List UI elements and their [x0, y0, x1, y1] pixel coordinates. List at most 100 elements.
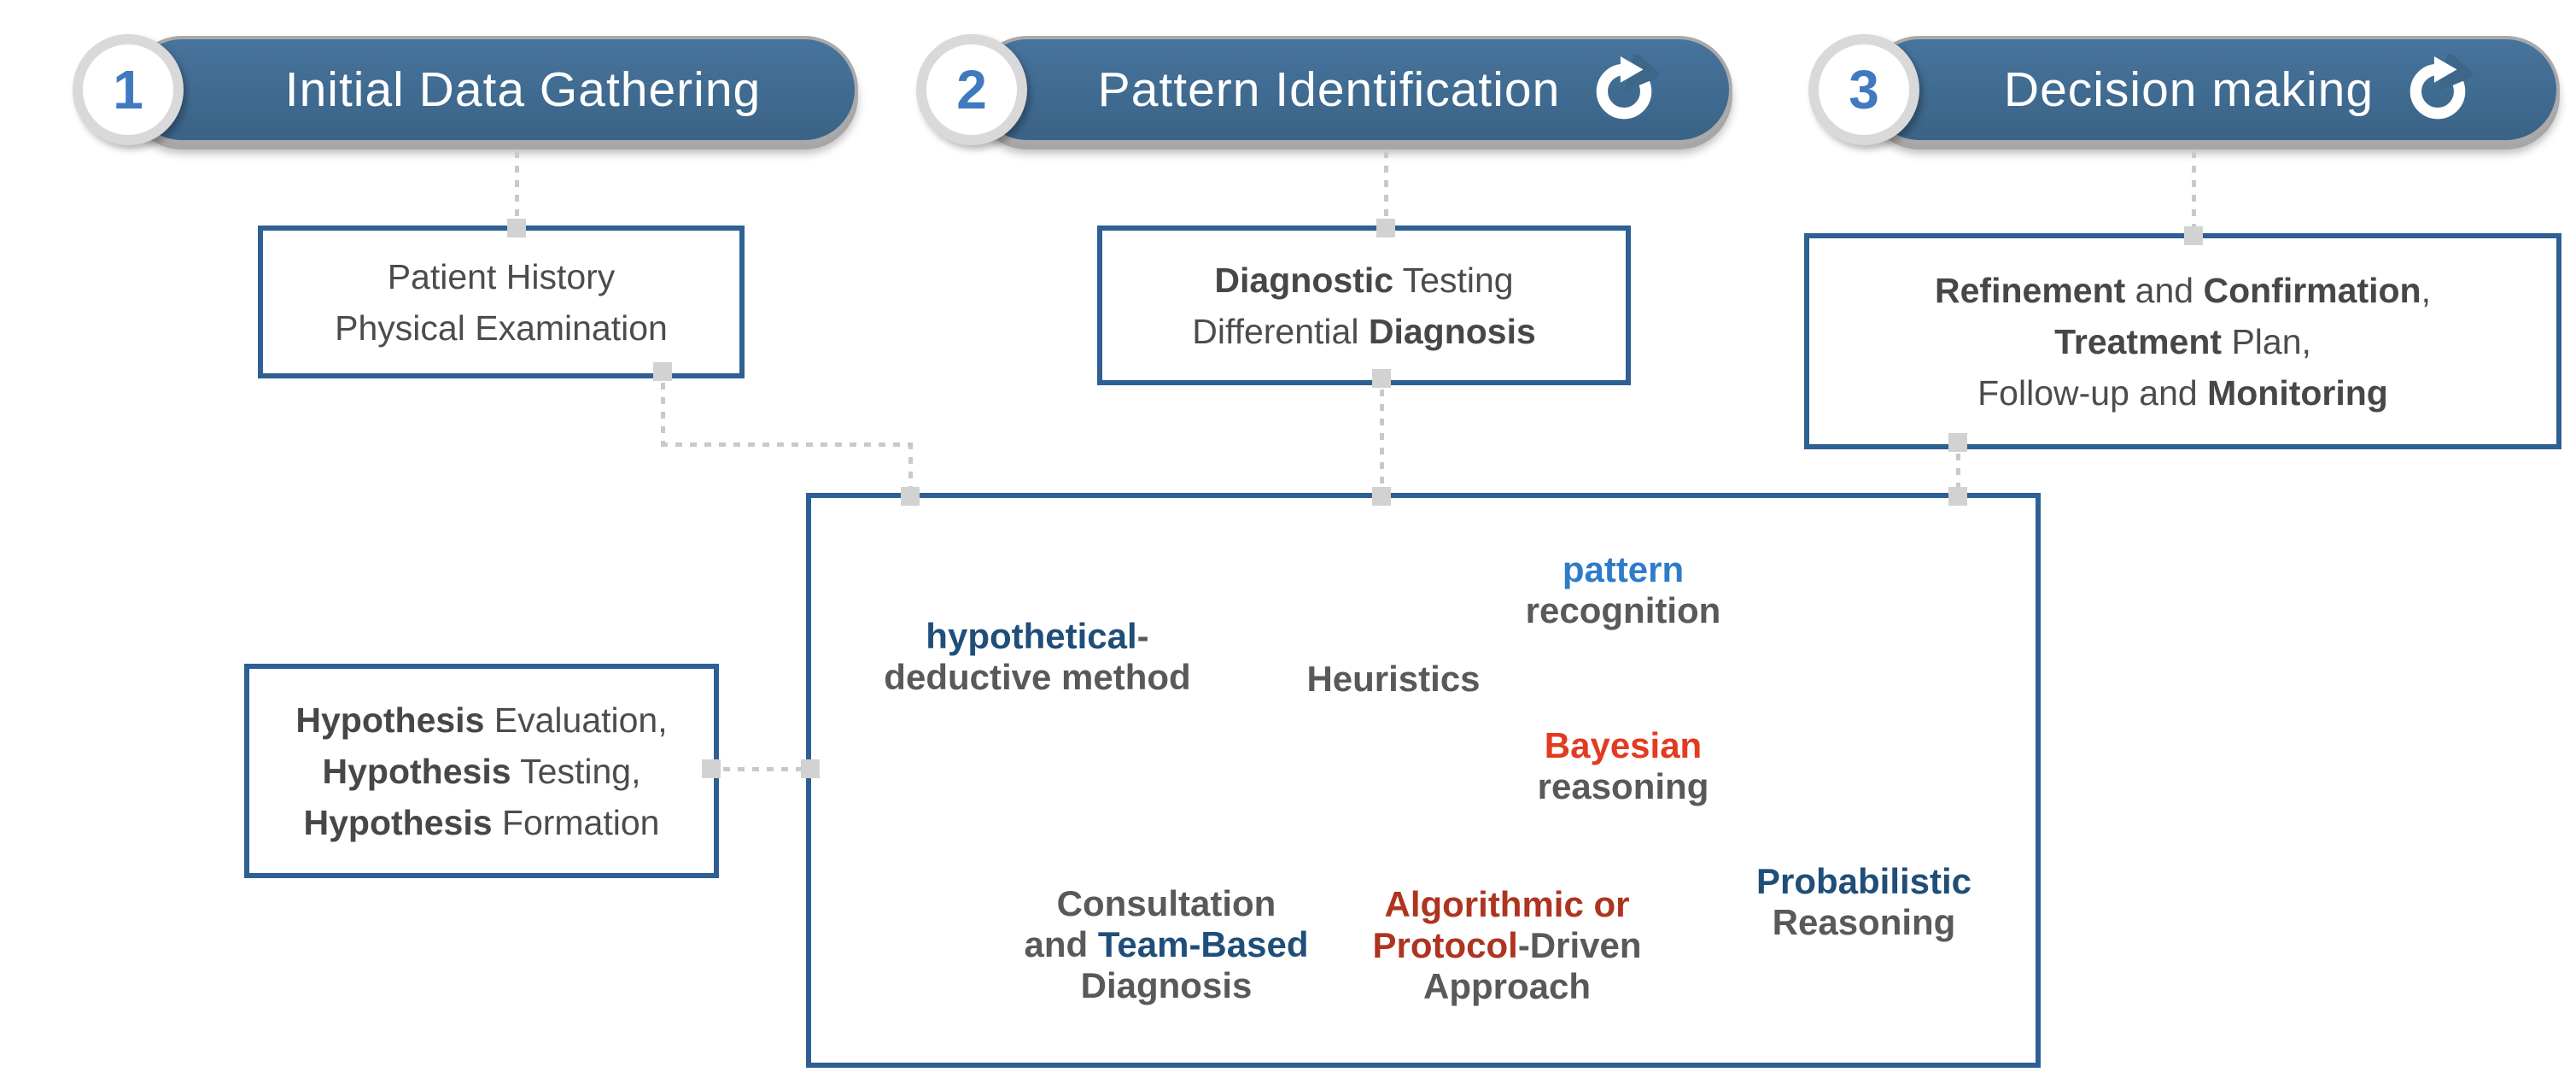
box-refinement-confirmation: Refinement and Confirmation,Treatment Pl… — [1804, 233, 2561, 449]
text-segment: Patient History — [387, 256, 616, 296]
connector-node — [2184, 226, 2203, 245]
text-segment: Follow-up and — [1977, 372, 2208, 413]
step-number: 1 — [113, 59, 143, 120]
text-segment: Plan, — [2222, 321, 2311, 361]
text-segment: recognition — [1525, 590, 1721, 630]
text-segment: and — [2125, 270, 2204, 310]
connector-box3-central — [1956, 439, 1960, 493]
phase-pill-pattern-identification: Pattern Identification — [973, 36, 1732, 144]
connector-box1-central-v2 — [908, 442, 913, 493]
text-segment: Differential — [1192, 311, 1369, 351]
text-line: Reasoning — [1756, 902, 1971, 943]
connector-pill2-box — [1384, 151, 1388, 226]
text-line: Diagnosis — [1025, 965, 1309, 1006]
text-line: Differential Diagnosis — [1192, 306, 1536, 357]
text-line: Hypothesis Testing, — [323, 746, 641, 797]
connector-node — [1376, 219, 1395, 237]
phase-pill-initial-data-gathering: Initial Data Gathering — [128, 36, 858, 144]
text-line: Approach — [1372, 966, 1641, 1007]
text-segment: Testing — [1393, 260, 1514, 300]
method-hypothetical-deductive: hypothetical-deductive method — [884, 616, 1190, 698]
text-segment: Testing, — [511, 751, 641, 791]
box-hypothesis: Hypothesis Evaluation,Hypothesis Testing… — [244, 664, 719, 878]
box-reasoning-methods — [806, 493, 2041, 1068]
text-segment: -Driven — [1517, 925, 1642, 965]
text-segment: Evaluation, — [484, 700, 668, 740]
text-line: Physical Examination — [335, 302, 668, 354]
phase-label: Decision making — [2003, 62, 2374, 117]
text-segment: deductive method — [884, 657, 1191, 697]
text-segment: Consultation — [1056, 883, 1276, 923]
connector-node — [1948, 433, 1967, 452]
step-number-badge-3: 3 — [1808, 34, 1919, 145]
text-segment: Diagnosis — [1368, 311, 1536, 351]
text-segment: Treatment — [2054, 321, 2223, 361]
text-segment: pattern — [1562, 549, 1685, 589]
connector-node — [653, 362, 672, 381]
text-line: Patient History — [388, 251, 616, 302]
text-segment: Refinement — [1935, 270, 2126, 310]
text-segment: Reasoning — [1772, 902, 1956, 942]
connector-pill3-box — [2192, 151, 2196, 233]
text-line: Diagnostic Testing — [1214, 255, 1513, 306]
text-segment: Team-Based — [1097, 924, 1309, 964]
connector-node — [801, 759, 820, 778]
connector-pill1-box — [515, 151, 519, 226]
text-segment: , — [2421, 270, 2431, 310]
text-line: recognition — [1526, 590, 1721, 631]
refresh-icon — [2410, 55, 2474, 120]
refresh-icon — [1597, 55, 1660, 120]
text-line: Probabilistic — [1756, 861, 1971, 902]
connector-box2-central — [1380, 375, 1384, 493]
text-line: Treatment Plan, — [2054, 316, 2311, 367]
text-segment: Algorithmic or — [1384, 884, 1630, 924]
text-line: Hypothesis Formation — [304, 797, 660, 848]
text-line: hypothetical- — [884, 616, 1190, 657]
text-line: Bayesian — [1538, 725, 1709, 766]
text-line: Hypothesis Evaluation, — [295, 694, 667, 746]
step-number-badge-1: 1 — [73, 34, 184, 145]
text-line: reasoning — [1538, 766, 1709, 807]
text-segment: Diagnosis — [1080, 965, 1253, 1005]
text-segment: hypothetical — [926, 616, 1137, 656]
connector-box1-central-h — [661, 442, 913, 447]
phase-label: Initial Data Gathering — [284, 62, 762, 117]
text-segment: and — [1024, 924, 1098, 964]
text-segment: Protocol — [1372, 925, 1518, 965]
text-line: Algorithmic or — [1372, 884, 1641, 925]
connector-hypothesis-central — [709, 767, 806, 771]
text-segment: Heuristics — [1306, 659, 1481, 699]
step-number-badge-2: 2 — [916, 34, 1027, 145]
step-number: 2 — [956, 59, 987, 120]
text-segment: Approach — [1422, 966, 1592, 1006]
connector-node — [507, 219, 526, 237]
text-segment: Hypothesis — [303, 802, 493, 842]
text-segment: Monitoring — [2207, 372, 2388, 413]
text-segment: Hypothesis — [322, 751, 511, 791]
text-segment: Probabilistic — [1755, 861, 1972, 901]
text-segment: Confirmation — [2203, 270, 2421, 310]
connector-node — [901, 487, 920, 506]
method-heuristics: Heuristics — [1306, 659, 1480, 700]
connector-box1-central-v1 — [661, 368, 665, 444]
text-segment: reasoning — [1537, 766, 1709, 806]
text-segment: Formation — [492, 802, 660, 842]
text-line: Refinement and Confirmation, — [1935, 265, 2431, 316]
text-line: Protocol-Driven — [1372, 925, 1641, 966]
text-segment: Bayesian — [1544, 725, 1703, 765]
text-line: Follow-up and Monitoring — [1977, 367, 2388, 419]
text-line: and Team-Based — [1025, 924, 1309, 965]
phase-label: Pattern Identification — [1097, 62, 1561, 117]
connector-node — [702, 759, 721, 778]
connector-node — [1372, 369, 1391, 388]
text-line: deductive method — [884, 657, 1190, 698]
text-line: Consultation — [1025, 883, 1309, 924]
